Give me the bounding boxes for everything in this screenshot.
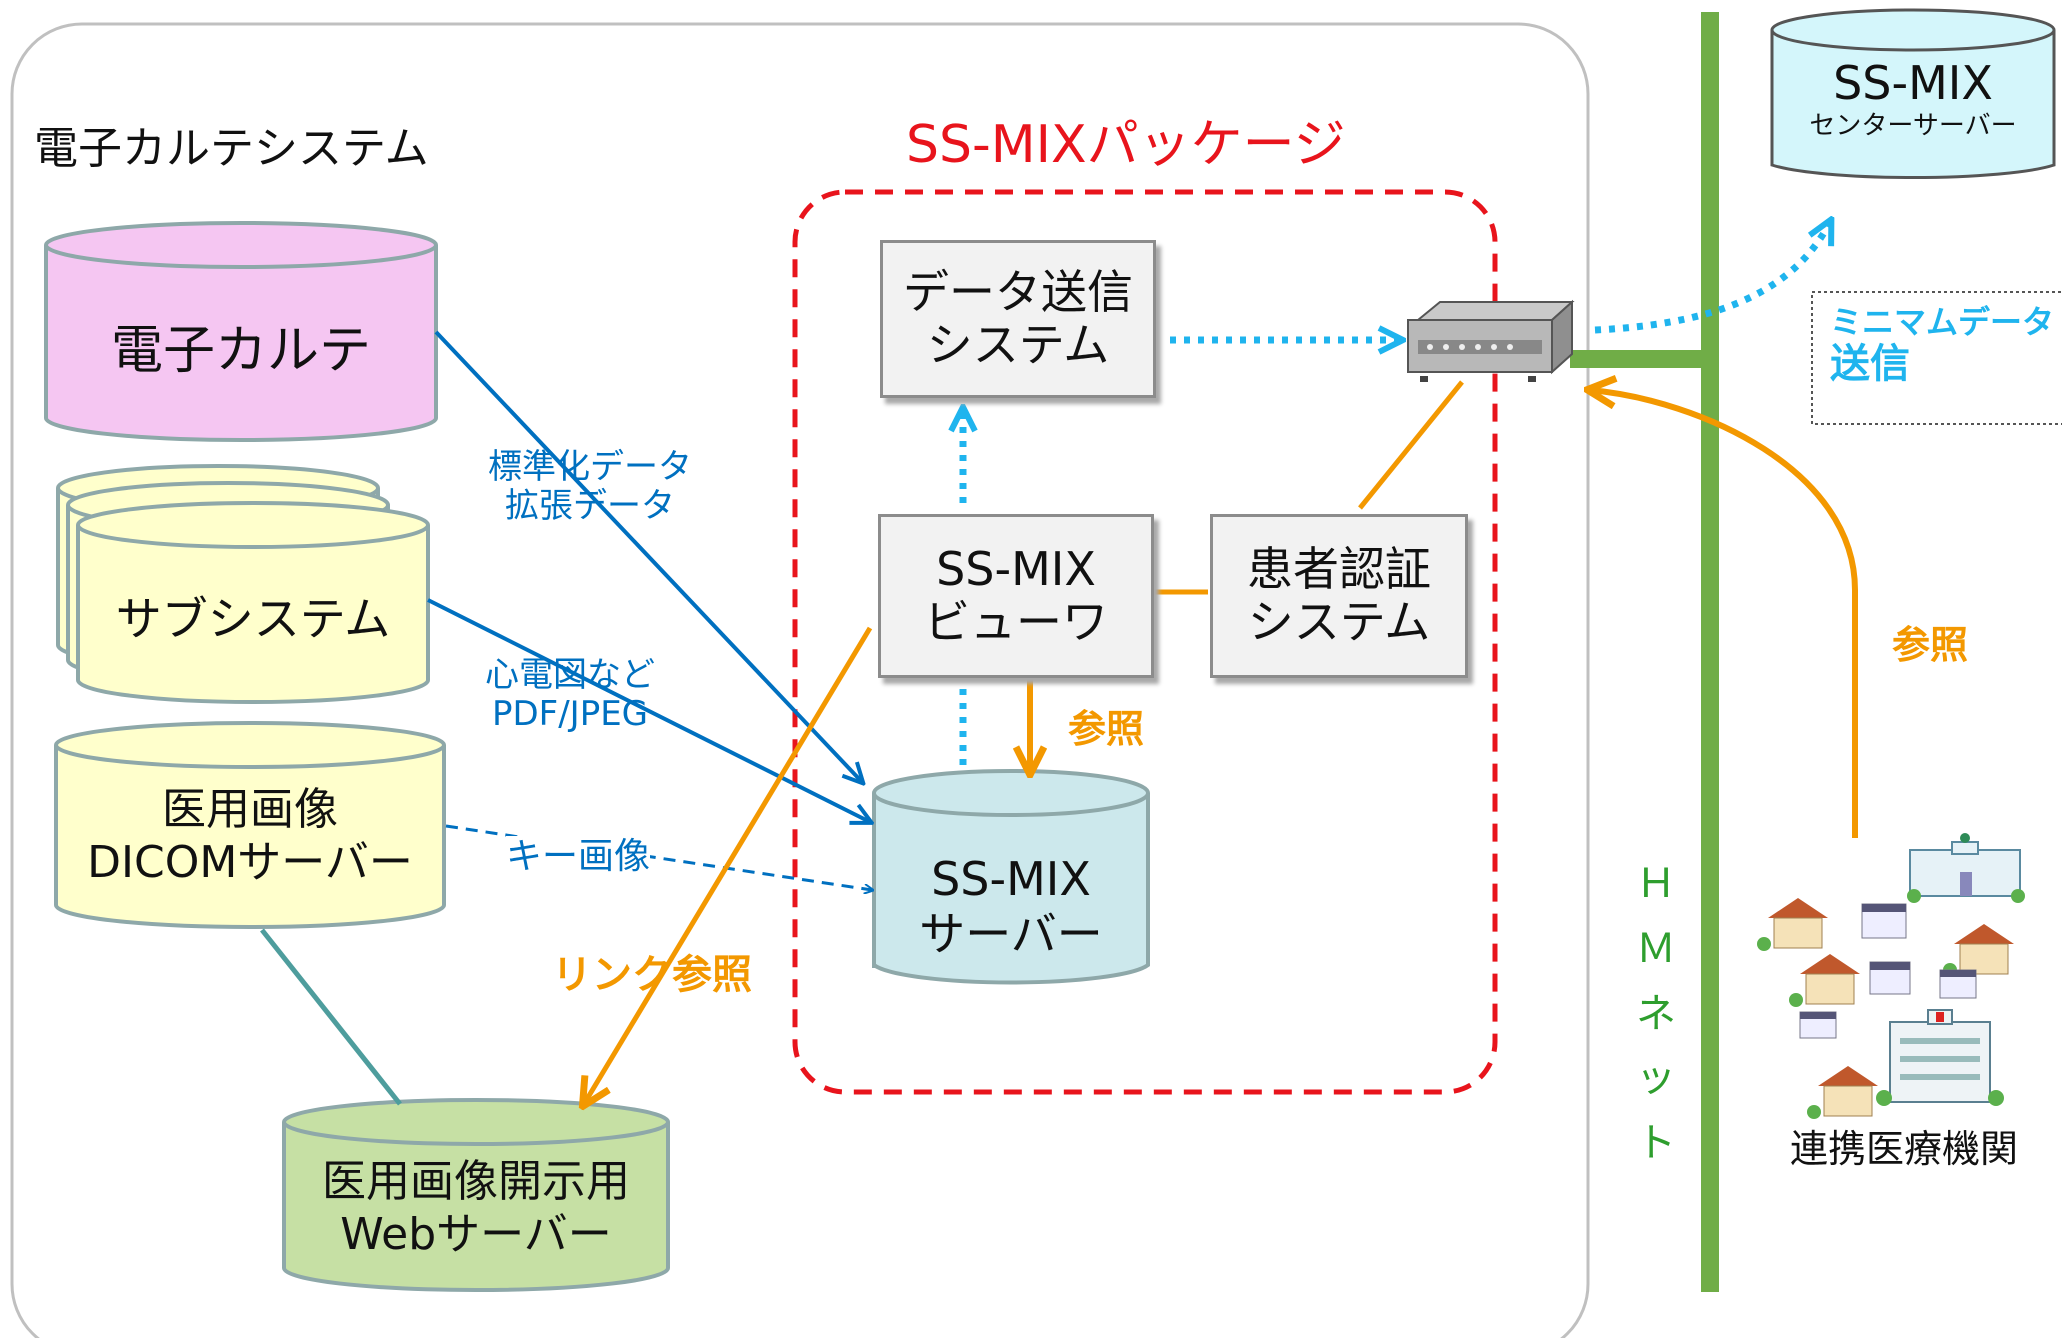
edge-label-key-image: キー画像 [506, 836, 651, 878]
ssmix-package-frame [792, 189, 1498, 1095]
auth-line1: 患者認証 [1247, 542, 1431, 597]
dicom-server-label: 医用画像 DICOMサーバー [56, 784, 444, 890]
viewer-line2: ビューワ [924, 595, 1108, 649]
web-line2: Webサーバー [340, 1208, 612, 1260]
house-icon [1869, 961, 1911, 995]
house-icon [1757, 898, 1828, 951]
send-line2: システム [926, 318, 1110, 372]
hm-char-2: Ｍ [1636, 925, 1676, 972]
edge-label-standardized-group: 標準化データ 拡張データ [470, 447, 710, 527]
dicom-line2: DICOMサーバー [87, 836, 413, 888]
center-line2: センターサーバー [1809, 111, 2017, 142]
web-server-label: 医用画像開示用 Webサーバー [284, 1156, 668, 1262]
house-icon [1799, 1011, 1837, 1039]
min-data-line2: 送信 [1830, 340, 1910, 387]
center-server-database [1770, 8, 2056, 180]
data-send-system-box: データ送信システム [880, 240, 1156, 398]
hm-char-4: ッ [1636, 1055, 1676, 1102]
emr-database [44, 221, 438, 442]
edge-link-ref [584, 626, 873, 1104]
ssmix-server-label: SS-MIX サーバー [874, 852, 1148, 962]
min-data-line1: ミニマムデータ [1830, 303, 2055, 341]
hospitals-label: 連携医療機関 [1790, 1127, 2019, 1171]
ssmix-server-line2: サーバー [919, 907, 1103, 962]
hospital-building-icon [1876, 1009, 2004, 1106]
edge-label-standardized: 標準化データ [488, 447, 692, 487]
web-line1: 医用画像開示用 [322, 1156, 630, 1207]
house-icon [1943, 924, 2014, 977]
house-icon [1807, 1066, 1878, 1119]
edge-label-ecg-group: 心電図など PDF/JPEG [460, 655, 680, 735]
hm-char-1: Ｈ [1636, 861, 1676, 907]
hm-char-3: ネ [1636, 990, 1676, 1037]
emr-db-label: 電子カルテ [110, 321, 371, 381]
web-server-database [282, 1098, 670, 1292]
center-line1: SS-MIX [1833, 56, 1993, 110]
subsystem-database [56, 464, 430, 704]
edge-label-ref-viewer: 参照 [1068, 707, 1145, 751]
minimum-data-label: ミニマムデータ 送信 [1830, 304, 2054, 387]
ssmix-server-line1: SS-MIX [931, 852, 1091, 906]
emr-system-label: 電子カルテシステム [34, 123, 429, 174]
minimum-data-box [1811, 291, 2062, 425]
edge-auth-to-router [1358, 380, 1464, 510]
patient-auth-box: 患者認証システム [1210, 514, 1468, 678]
edge-subsystem-to-ssmix [427, 598, 870, 822]
edge-hospitals-ref [1590, 390, 1858, 838]
edge-label-ref-hospitals: 参照 [1892, 623, 1969, 667]
center-server-label: SS-MIX センターサーバー [1772, 56, 2054, 142]
subsystem-db-label: サブシステム [115, 592, 391, 646]
viewer-line1: SS-MIX [936, 542, 1096, 597]
hm-char-5: ト [1636, 1120, 1676, 1167]
auth-line2: システム [1247, 595, 1431, 649]
hospital-building-icon [1907, 833, 2025, 903]
edge-label-extended: 拡張データ [505, 486, 675, 527]
edge-label-link-ref: リンク参照 [552, 952, 752, 998]
router-device-icon [1407, 299, 1575, 382]
house-icon [1861, 903, 1907, 939]
edge-label-pdf-jpeg: PDF/JPEG [491, 694, 649, 735]
edge-router-to-center [1594, 222, 1830, 334]
edge-emr-to-ssmix [434, 330, 862, 782]
hm-network-label: Ｈ Ｍ ネ ッ ト [1632, 852, 1680, 1176]
package-label: SS-MIXパッケージ [906, 115, 1346, 175]
house-icon [1789, 954, 1860, 1007]
house-icon [1939, 969, 1977, 999]
dicom-database [54, 721, 446, 929]
edge-label-ecg: 心電図など [485, 655, 655, 695]
edge-dicom-to-web [260, 928, 402, 1106]
dicom-line1: 医用画像 [162, 784, 338, 835]
send-line1: データ送信 [903, 265, 1133, 320]
